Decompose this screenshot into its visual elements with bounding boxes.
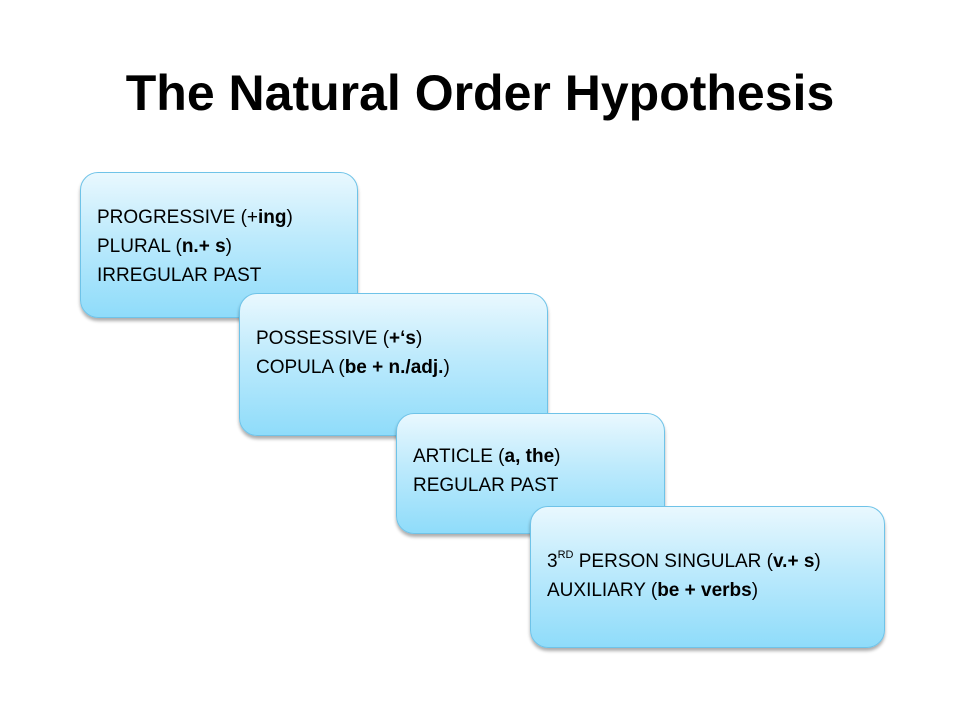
article-morpheme: a, the	[504, 446, 555, 467]
stage-4-box: 3RD PERSON SINGULAR (v.+ s) AUXILIARY (b…	[530, 506, 885, 648]
third-person-ordinal: RD	[557, 549, 574, 561]
auxiliary-close: )	[751, 580, 759, 601]
third-person-close: )	[814, 551, 821, 572]
stage-2-line-copula: COPULA (be + n./adj.)	[256, 353, 547, 382]
progressive-label: PROGRESSIVE (+	[97, 207, 259, 228]
plural-close: )	[225, 236, 232, 257]
article-label: ARTICLE (	[413, 446, 505, 467]
copula-close: )	[443, 357, 450, 378]
third-person-label: PERSON SINGULAR (	[573, 551, 774, 572]
possessive-label: POSSESSIVE (	[256, 328, 390, 349]
progressive-close: )	[286, 207, 293, 228]
progressive-morpheme: ing	[258, 207, 287, 228]
auxiliary-morpheme: be + verbs	[657, 580, 752, 601]
auxiliary-label: AUXILIARY (	[547, 580, 658, 601]
stage-3-line-regular-past: REGULAR PAST	[413, 475, 559, 496]
stage-4-line-auxiliary: AUXILIARY (be + verbs)	[547, 576, 884, 605]
stage-1-box: PROGRESSIVE (+ing) PLURAL (n.+ s) IRREGU…	[80, 172, 358, 318]
copula-morpheme: be + n./adj.	[344, 357, 444, 378]
possessive-close: )	[416, 328, 423, 349]
third-person-number: 3	[547, 551, 558, 572]
stage-3-line-article: ARTICLE (a, the)	[413, 442, 664, 471]
third-person-morpheme: v.+ s	[773, 551, 815, 572]
slide-title: The Natural Order Hypothesis	[125, 65, 835, 121]
article-close: )	[554, 446, 561, 467]
stage-1-line-plural: PLURAL (n.+ s)	[97, 232, 357, 261]
plural-morpheme: n.+ s	[181, 236, 226, 257]
stage-1-line-progressive: PROGRESSIVE (+ing)	[97, 203, 357, 232]
stage-2-line-possessive: POSSESSIVE (+‘s)	[256, 324, 547, 353]
plural-label: PLURAL (	[97, 236, 182, 257]
possessive-morpheme: +‘s	[389, 328, 416, 349]
stage-4-line-third-person: 3RD PERSON SINGULAR (v.+ s)	[547, 547, 884, 576]
stage-2-box: POSSESSIVE (+‘s) COPULA (be + n./adj.)	[239, 293, 548, 436]
stage-1-line-irregular-past: IRREGULAR PAST	[97, 265, 262, 286]
copula-label: COPULA (	[256, 357, 345, 378]
